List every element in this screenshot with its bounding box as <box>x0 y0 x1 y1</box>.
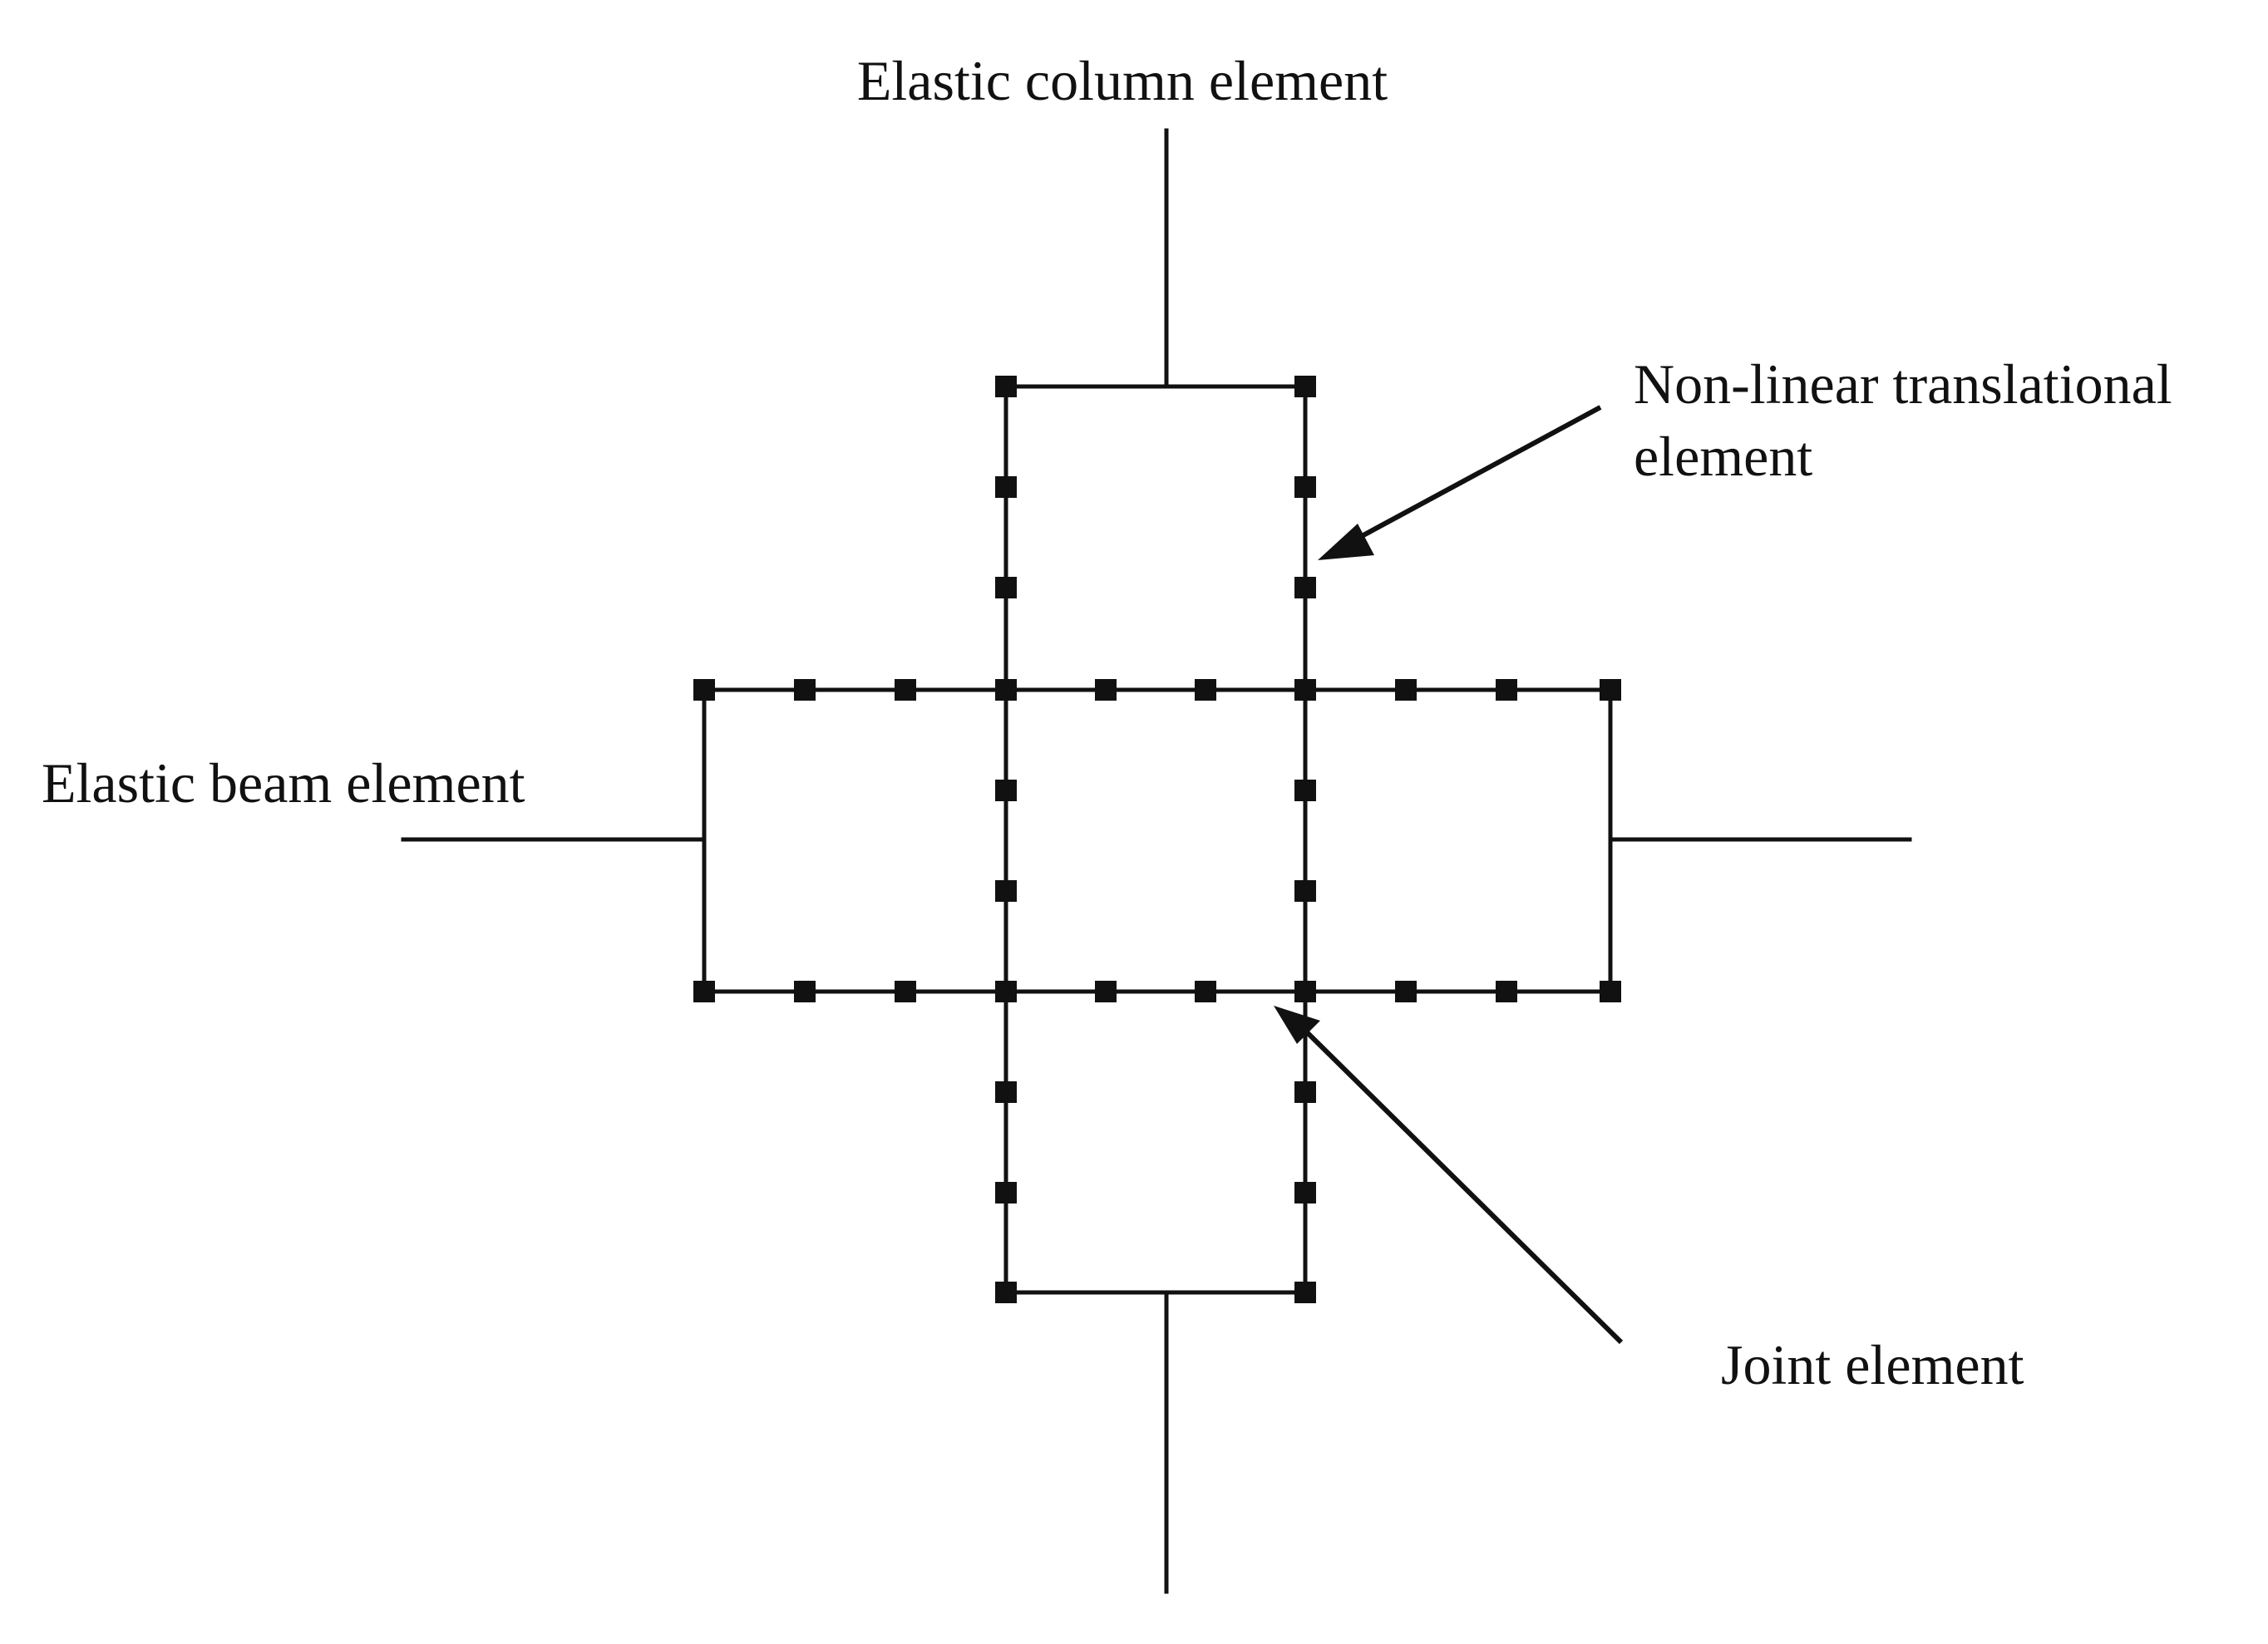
joint-arrow-shaft <box>1303 1028 1624 1345</box>
spring-node-9 <box>995 981 1017 1002</box>
spring-node-12 <box>1294 476 1316 498</box>
spring-node-35 <box>1600 981 1621 1002</box>
nonlinear-arrow-head <box>1318 524 1374 560</box>
spring-node-14 <box>1294 679 1316 701</box>
joint-panel-outline <box>702 384 1613 1295</box>
spring-node-13 <box>1294 577 1316 598</box>
spring-node-7 <box>995 780 1017 801</box>
spring-node-30 <box>895 981 916 1002</box>
spring-node-8 <box>995 880 1017 902</box>
spring-node-15 <box>1294 780 1316 801</box>
joint-label: Joint element <box>1721 1333 2024 1396</box>
spring-node-2 <box>995 1282 1017 1303</box>
spring-node-17 <box>1294 981 1316 1002</box>
spring-node-21 <box>794 679 816 701</box>
spring-node-11 <box>995 1182 1017 1203</box>
spring-node-0 <box>995 376 1017 397</box>
joint-element-arrow <box>1274 1006 1624 1345</box>
spring-node-1 <box>1294 376 1316 397</box>
spring-node-26 <box>1496 679 1517 701</box>
spring-node-28 <box>693 981 715 1002</box>
spring-node-16 <box>1294 880 1316 902</box>
spring-node-31 <box>1095 981 1117 1002</box>
joint-arrow-head <box>1274 1006 1320 1044</box>
spring-node-24 <box>1195 679 1216 701</box>
spring-node-19 <box>1294 1182 1316 1203</box>
column-label: Elastic column element <box>857 49 1388 112</box>
spring-node-29 <box>794 981 816 1002</box>
spring-node-25 <box>1395 679 1417 701</box>
spring-node-3 <box>1294 1282 1316 1303</box>
spring-node-23 <box>1095 679 1117 701</box>
spring-node-10 <box>995 1081 1017 1103</box>
spring-node-4 <box>995 476 1017 498</box>
spring-node-27 <box>1600 679 1621 701</box>
nonlinear-spring-nodes <box>693 376 1621 1303</box>
spring-node-20 <box>693 679 715 701</box>
spring-node-33 <box>1395 981 1417 1002</box>
nonlinear-element-arrow <box>1318 405 1602 560</box>
nonlinear-arrow-shaft <box>1349 405 1602 544</box>
spring-node-18 <box>1294 1081 1316 1103</box>
nonlinear-label-line2: element <box>1634 425 1812 488</box>
spring-node-6 <box>995 679 1017 701</box>
spring-node-22 <box>895 679 916 701</box>
beam-label: Elastic beam element <box>42 751 525 815</box>
spring-node-32 <box>1195 981 1216 1002</box>
spring-node-5 <box>995 577 1017 598</box>
spring-node-34 <box>1496 981 1517 1002</box>
nonlinear-label-line1: Non-linear translational <box>1634 352 2172 416</box>
